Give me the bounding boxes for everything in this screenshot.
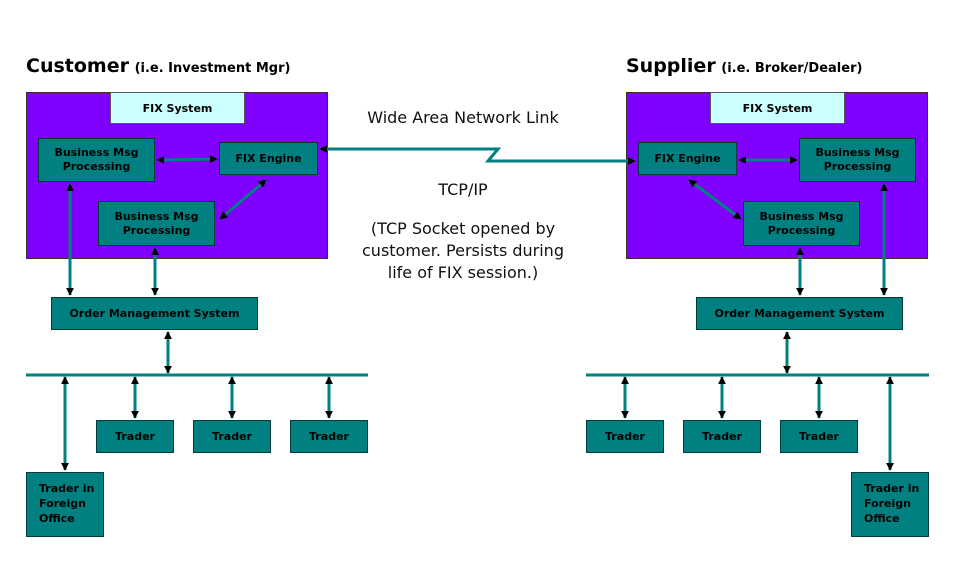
supplier-trader-box-1: Trader: [586, 420, 664, 453]
supplier-oms-box: Order Management System: [696, 297, 903, 330]
supplier-fix-engine-box: FIX Engine: [638, 142, 737, 175]
wan-link-line: [319, 145, 636, 165]
tcp-ip-label: TCP/IP: [438, 180, 488, 199]
supplier-foreign-trader-box: Trader in Foreign Office: [851, 472, 929, 537]
customer-foreign-trader-label: Trader in Foreign Office: [39, 482, 95, 525]
supplier-title-sub: (i.e. Broker/Dealer): [721, 61, 863, 76]
customer-title: Customer (i.e. Investment Mgr): [26, 55, 290, 77]
tcp-note-line-1: (TCP Socket opened by: [370, 219, 556, 238]
customer-msg1-engine-arrow: [156, 155, 218, 164]
supplier-engine-msg2-arrow: [688, 178, 742, 221]
customer-business-msg-box-2: Business Msg Processing: [98, 201, 215, 246]
tcp-note-line-3: life of FIX session.): [387, 263, 539, 282]
supplier-foreign-trader-label: Trader in Foreign Office: [864, 482, 920, 525]
supplier-fix-system-label: FIX System: [710, 92, 845, 124]
customer-title-main: Customer: [26, 55, 129, 77]
supplier-title: Supplier (i.e. Broker/Dealer): [626, 55, 862, 77]
customer-oms-box: Order Management System: [51, 297, 258, 330]
customer-title-sub: (i.e. Investment Mgr): [134, 61, 291, 76]
supplier-title-main: Supplier: [626, 55, 716, 77]
supplier-trader-box-2: Trader: [683, 420, 761, 453]
customer-engine-msg2-arrow: [219, 178, 267, 221]
customer-fix-system-label: FIX System: [110, 92, 245, 124]
customer-business-msg-box-1: Business Msg Processing: [38, 138, 155, 182]
wan-link-label: Wide Area Network Link: [367, 108, 559, 127]
customer-fix-engine-box: FIX Engine: [219, 142, 318, 175]
tcp-note-line-2: customer. Persists during: [362, 241, 564, 260]
supplier-business-msg-box-2: Business Msg Processing: [743, 201, 860, 246]
supplier-trader-box-3: Trader: [780, 420, 858, 453]
supplier-business-msg-box-1: Business Msg Processing: [799, 138, 916, 182]
customer-trader-box-3: Trader: [290, 420, 368, 453]
customer-trader-box-1: Trader: [96, 420, 174, 453]
customer-foreign-trader-box: Trader in Foreign Office: [26, 472, 104, 537]
customer-trader-box-2: Trader: [193, 420, 271, 453]
